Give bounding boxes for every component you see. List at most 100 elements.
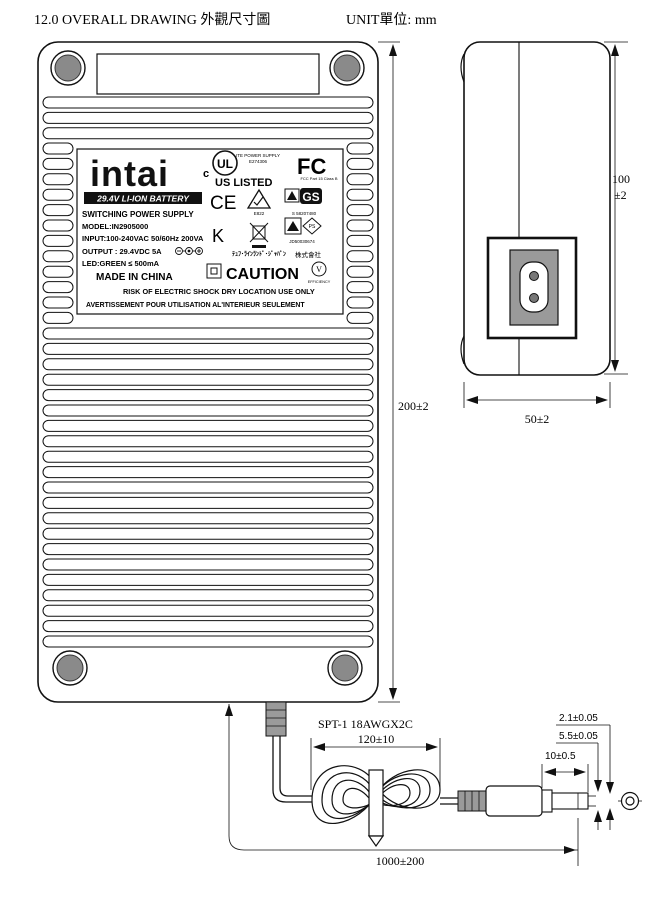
screw-bottom-right [327, 650, 363, 686]
cooling-fins [42, 96, 374, 648]
efficiency-v: V [316, 265, 322, 274]
battery-banner-bg [84, 192, 202, 204]
cooling-fin [42, 481, 374, 494]
cooling-fin [42, 589, 374, 602]
s-code: S 58207480 [292, 211, 317, 216]
plug-id-value: 2.1±0.05 [559, 713, 598, 724]
jis-mark: PS [284, 217, 322, 235]
cooling-fin [346, 296, 374, 309]
kabushiki-text: 株式會社 [295, 250, 322, 259]
cooling-fin [42, 450, 374, 463]
cooling-fin [42, 512, 374, 525]
label-line-4: OUTPUT : 29.4VDC 5A [82, 247, 162, 256]
cooling-fin [42, 358, 374, 371]
dc-plug [440, 785, 596, 817]
rating-label: intai 29.4V LI-ION BATTERY UL c US LISTE… [76, 148, 344, 315]
japan-text: ﾃｭﾌ･ﾗｲﾝﾗﾝﾄﾞ･ｼﾞｬﾊﾟﾝ [232, 250, 286, 258]
front-view [37, 41, 379, 703]
cooling-fin [42, 296, 74, 309]
cooling-fin [42, 466, 374, 479]
screw-bottom-left [52, 650, 88, 686]
screw-top-right [329, 50, 365, 86]
cord-length-dimension: 1000±200 [225, 704, 579, 868]
cooling-fin [42, 604, 374, 617]
cooling-fin [42, 635, 374, 648]
cooling-fin [42, 435, 374, 448]
cooling-fin [346, 250, 374, 263]
cooling-fin [42, 234, 74, 247]
cooling-fin [346, 142, 374, 155]
ul-listed-mark: UL c US LISTED ITE POWER SUPPLY E274306 [203, 150, 280, 189]
cooling-fin [42, 219, 74, 232]
cooling-fin [42, 543, 374, 556]
width-dimension: 50±2 [463, 382, 611, 426]
cooling-fin [42, 111, 374, 124]
side-height-dimension: 100 ±2 [604, 41, 630, 375]
cooling-fin [42, 404, 374, 417]
rcm-mark [246, 188, 272, 209]
weee-bin-icon [249, 222, 269, 248]
pse-mark [284, 188, 300, 203]
efficiency-text: EFFICIENCY [308, 280, 331, 284]
fcc-logo: FC [297, 154, 326, 179]
cooling-fin [42, 496, 374, 509]
cooling-fin [346, 265, 374, 278]
ul-logo-text: UL [217, 157, 233, 171]
cooling-fin [42, 573, 374, 586]
cooling-fin [42, 204, 74, 217]
cord-length-value: 1000±200 [376, 854, 425, 868]
cooling-fin [42, 527, 374, 540]
label-line-5: LED:GREEN ≤ 500mA [82, 259, 160, 268]
cooling-fin [42, 419, 374, 432]
screw-top-left [50, 50, 86, 86]
side-height-value-b: ±2 [614, 188, 627, 202]
gs-text: GS [302, 190, 319, 204]
cooling-fin [42, 265, 74, 278]
drawing-title: 12.0 OVERALL DRAWING 外觀尺寸圖 [34, 12, 270, 28]
cooling-fin [42, 327, 374, 340]
battery-banner: 29.4V LI-ION BATTERY [96, 194, 190, 204]
gs-mark: GS [300, 188, 322, 204]
efficiency-mark: V EFFICIENCY [308, 261, 331, 284]
plug-od-value: 5.5±0.05 [559, 731, 598, 742]
ul-us-listed: US LISTED [215, 177, 273, 189]
cooling-fin [42, 188, 74, 201]
coil-width-value: 120±10 [358, 732, 395, 746]
cooling-fin [346, 219, 374, 232]
label-line-3: INPUT:100-240VAC 50/60Hz 200VA [82, 234, 204, 243]
cooling-fin [42, 311, 74, 324]
cooling-fin [346, 311, 374, 324]
side-height-value-a: 100 [612, 172, 630, 186]
cooling-fin [42, 142, 74, 155]
side-view [460, 41, 611, 376]
cooling-fin [42, 389, 374, 402]
cooling-fin [42, 342, 374, 355]
cooling-fin [42, 96, 374, 109]
label-line-1: SWITCHING POWER SUPPLY [82, 210, 194, 219]
jd-code: JD50030674 [289, 239, 315, 244]
avertissement-text: AVERTISSEMENT POUR UTILISATION AL'INTERI… [86, 302, 305, 309]
caution-text: CAUTION [226, 266, 299, 283]
polarity-icon [175, 247, 203, 255]
svg-text:PS: PS [309, 224, 316, 230]
risk-text: RISK OF ELECTRIC SHOCK DRY LOCATION USE … [123, 287, 315, 296]
fcc-note: FCC Part 15 Class B [300, 176, 337, 181]
e-code: E822 [254, 211, 265, 216]
height-dimension: 200±2 [378, 41, 429, 703]
cooling-fin [346, 281, 374, 294]
made-in-china: MADE IN CHINA [96, 272, 173, 283]
plug-dimensions: 2.1±0.05 5.5±0.05 10±0.5 [541, 713, 614, 830]
top-window [96, 53, 320, 95]
cord-type: SPT-1 18AWGX2C [318, 717, 413, 731]
cooling-fin [346, 204, 374, 217]
cooling-fin [42, 620, 374, 633]
label-line-2: MODEL:IN2905000 [82, 222, 148, 231]
width-value: 50±2 [525, 412, 550, 426]
plug-end-view [618, 791, 642, 811]
unit-label: UNIT單位: mm [346, 12, 437, 28]
plug-len-value: 10±0.5 [545, 751, 576, 762]
fcc-mark: FC FCC Part 15 Class B [297, 154, 338, 181]
cooling-fin [42, 558, 374, 571]
cooling-fin [42, 373, 374, 386]
